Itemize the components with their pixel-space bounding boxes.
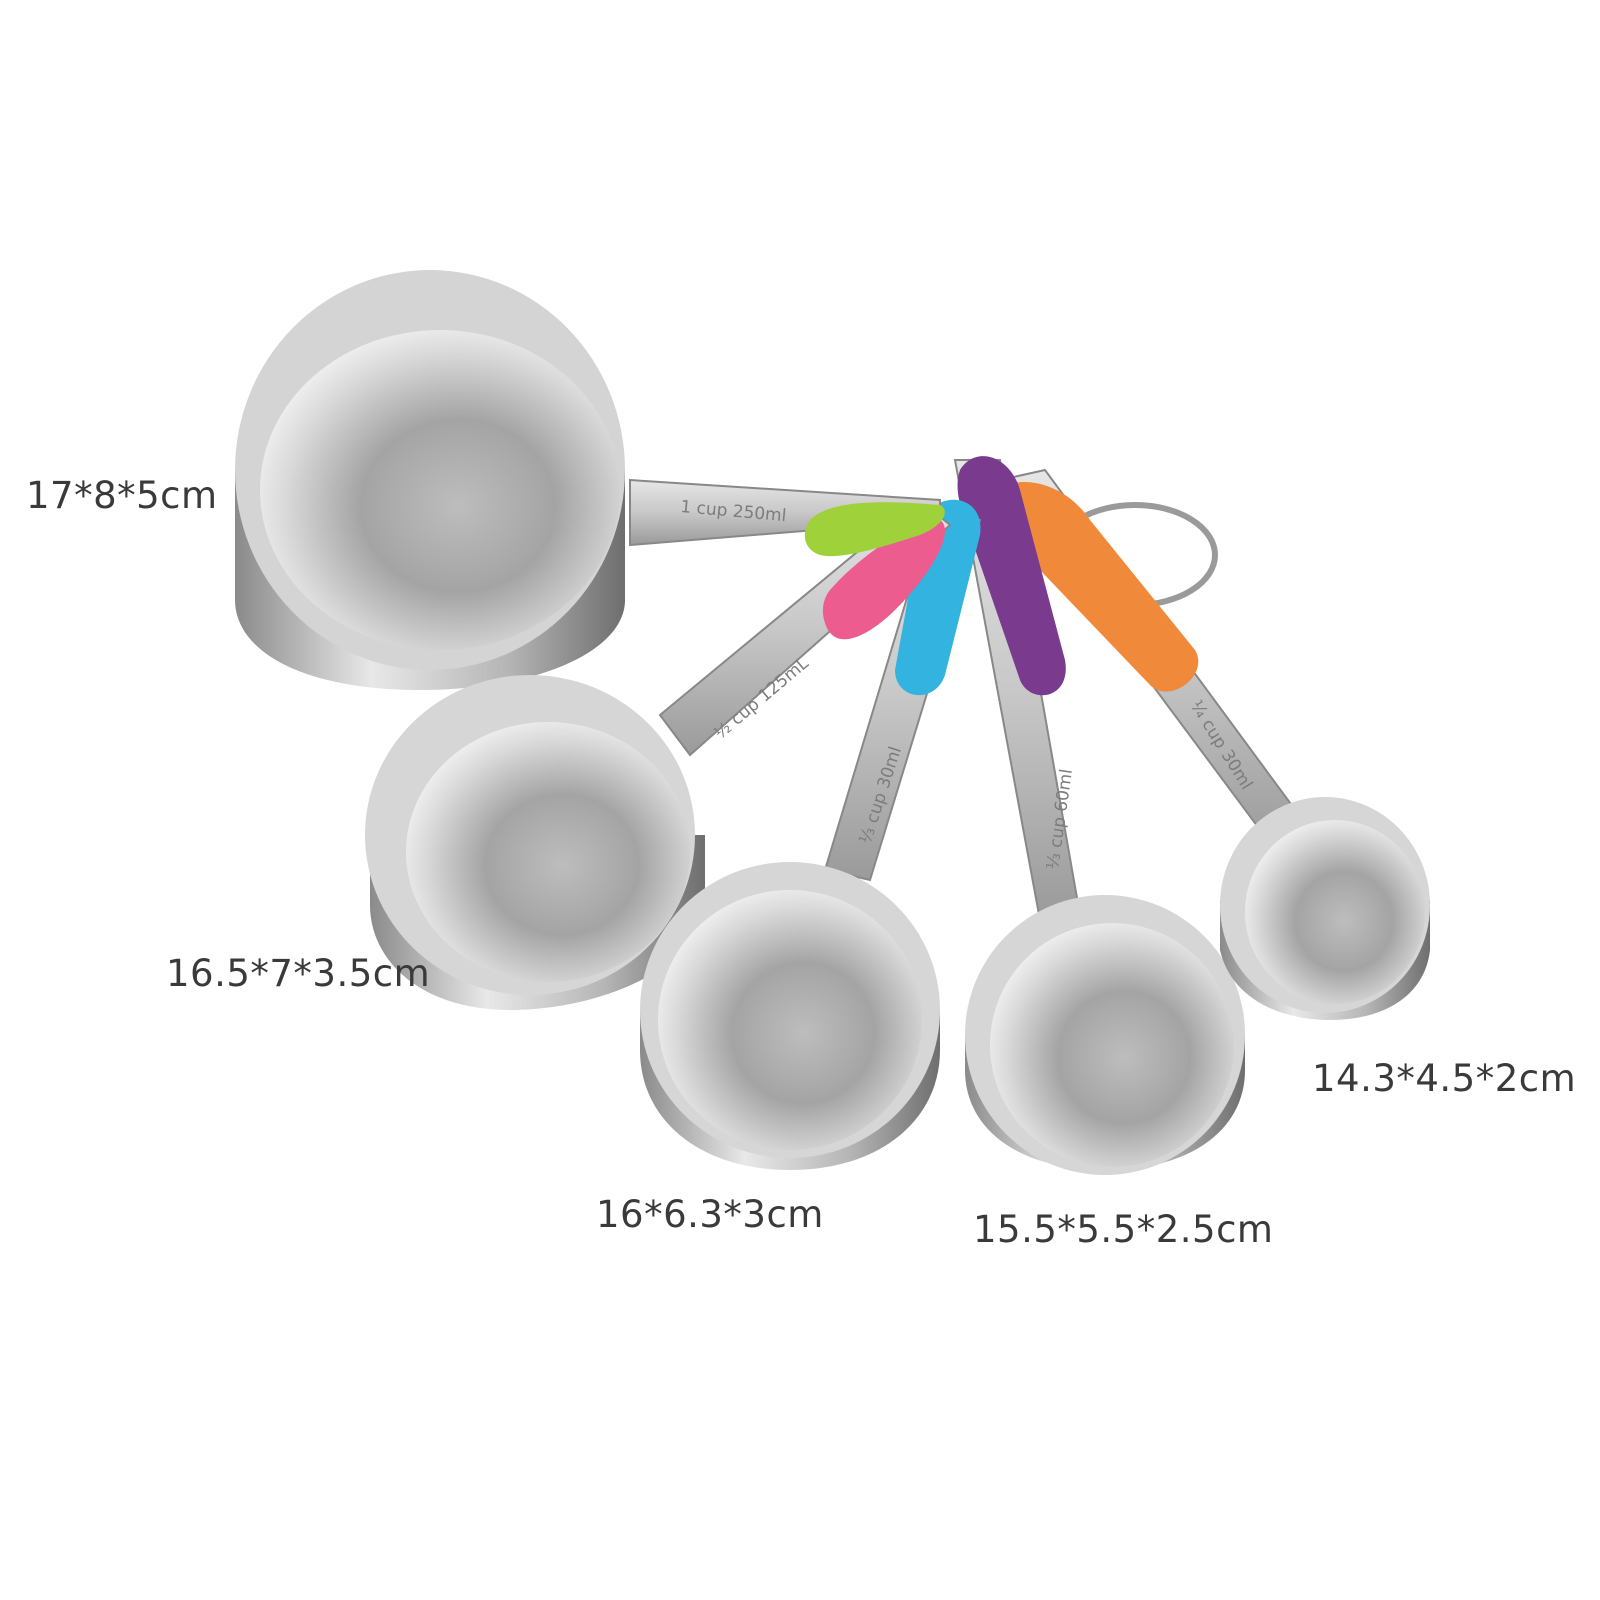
purple-grip <box>957 456 1066 696</box>
cup-half <box>365 675 705 1010</box>
cup-quarter <box>1220 797 1430 1020</box>
handle-third-cup-30: ⅓ cup 30ml <box>823 499 982 882</box>
size-label-cup-third-60: 15.5*5.5*2.5cm <box>973 1208 1274 1251</box>
green-grip <box>804 502 945 557</box>
blue-grip <box>895 499 981 696</box>
cup-third-60 <box>965 895 1245 1175</box>
cup-one <box>235 270 625 690</box>
orange-grip <box>984 482 1199 692</box>
handle-one-cup: 1 cup 250ml <box>629 478 945 557</box>
size-label-cup-quarter: 14.3*4.5*2cm <box>1312 1057 1577 1100</box>
cup-third-30 <box>640 862 940 1170</box>
size-label-cup-third-30: 16*6.3*3cm <box>596 1193 824 1236</box>
size-label-cup-one: 17*8*5cm <box>26 474 218 517</box>
size-label-cup-half: 16.5*7*3.5cm <box>166 952 431 995</box>
pink-grip <box>822 519 945 640</box>
